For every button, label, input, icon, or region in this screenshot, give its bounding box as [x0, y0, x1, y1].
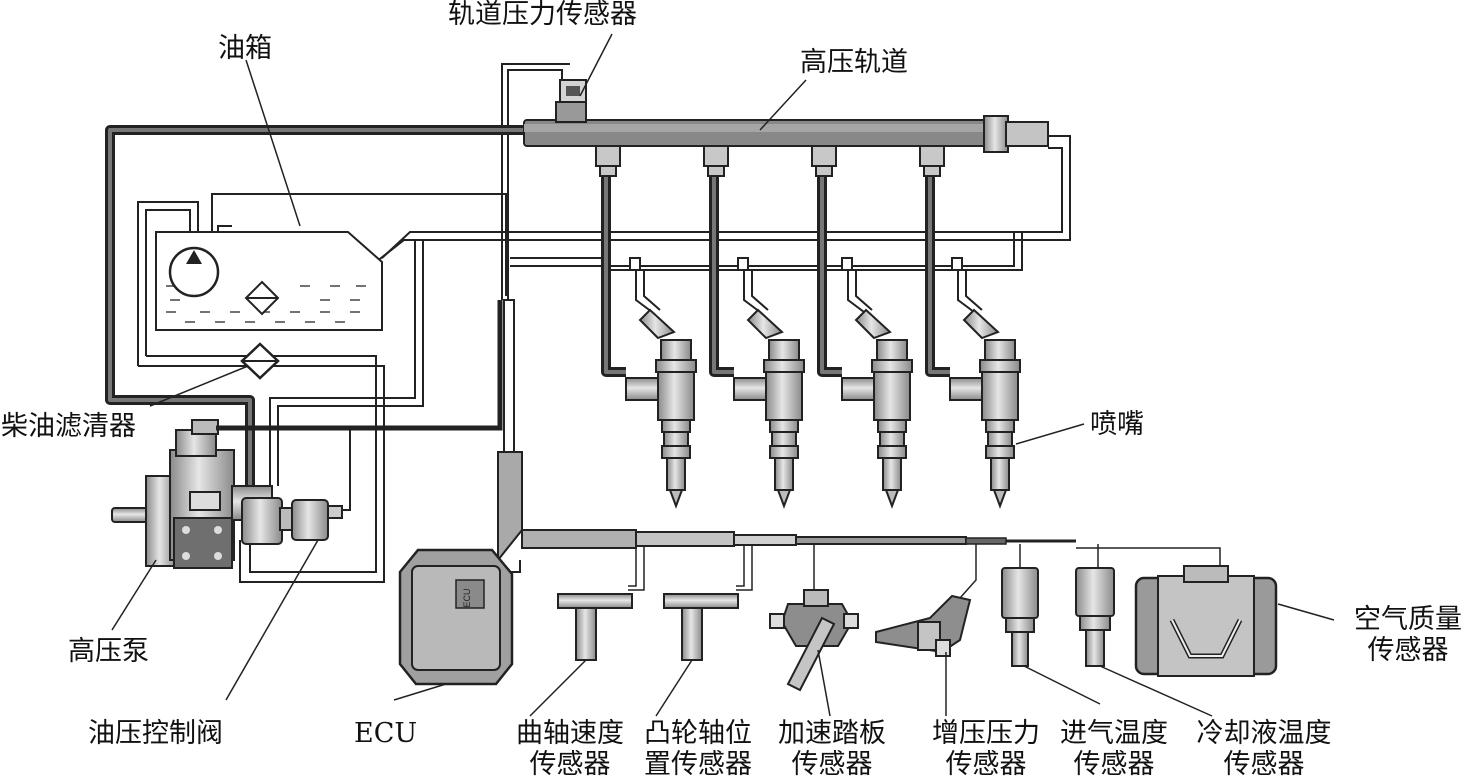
injector-4: [949, 309, 1021, 507]
label-intake-temperature-sensor-line2: 传感器: [1073, 749, 1155, 780]
camshaft-position-sensor: [663, 593, 739, 661]
rail-pressure-sensor: [555, 79, 587, 123]
svg-text:ECU: ECU: [462, 588, 472, 607]
label-crankshaft-speed-sensor-line1: 曲轴速度: [516, 718, 624, 749]
label-injector: 喷嘴: [1090, 409, 1144, 440]
label-rail-pressure-sensor: 轨道压力传感器: [448, 0, 637, 30]
label-camshaft-position-sensor-line1: 凸轮轴位: [644, 718, 752, 749]
label-ecu: ECU: [354, 718, 418, 749]
label-air-mass-sensor-line1: 空气质量: [1354, 604, 1462, 635]
label-camshaft-position-sensor-line2: 置传感器: [644, 749, 752, 780]
label-air-mass-sensor: 空气质量 传感器: [1346, 604, 1470, 666]
label-intake-temperature-sensor-line1: 进气温度: [1060, 718, 1168, 749]
label-accelerator-pedal-sensor-line2: 传感器: [791, 749, 873, 780]
label-crankshaft-speed-sensor-line2: 传感器: [529, 749, 611, 780]
label-accelerator-pedal-sensor: 加速踏板 传感器: [770, 718, 894, 780]
diesel-filter: [240, 342, 280, 380]
label-camshaft-position-sensor: 凸轮轴位 置传感器: [636, 718, 760, 780]
air-mass-sensor: [1134, 565, 1278, 677]
high-pressure-rail: [523, 115, 1049, 177]
fuel-tank: [155, 231, 383, 331]
label-fuel-tank: 油箱: [218, 33, 272, 64]
label-crankshaft-speed-sensor: 曲轴速度 传感器: [508, 718, 632, 780]
injector-feed-lines: [601, 170, 950, 377]
label-boost-pressure-sensor-line2: 传感器: [945, 749, 1027, 780]
label-air-mass-sensor-line2: 传感器: [1367, 635, 1449, 666]
injector-1: [625, 309, 697, 507]
wiring-harness: [497, 299, 1221, 599]
label-accelerator-pedal-sensor-line1: 加速踏板: [778, 718, 886, 749]
intake-temperature-sensor: [1001, 567, 1039, 667]
label-intake-temperature-sensor: 进气温度 传感器: [1052, 718, 1176, 780]
pressure-control-valve: [279, 499, 343, 541]
label-coolant-temperature-sensor-line1: 冷却液温度: [1196, 718, 1332, 749]
coolant-temperature-sensor: [1075, 567, 1115, 667]
return-lines: [137, 63, 1071, 583]
injector-3: [841, 309, 913, 507]
ecu-unit: ECU: [398, 548, 514, 686]
label-diesel-filter: 柴油滤清器: [1, 411, 136, 442]
high-pressure-pump: [111, 419, 283, 569]
label-boost-pressure-sensor: 增压压力 传感器: [924, 718, 1048, 780]
label-high-pressure-pump: 高压泵: [68, 636, 149, 667]
accelerator-pedal-sensor: [769, 589, 859, 692]
label-boost-pressure-sensor-line1: 增压压力: [932, 718, 1040, 749]
crankshaft-speed-sensor: [557, 593, 633, 661]
label-high-pressure-rail: 高压轨道: [800, 47, 908, 78]
boost-pressure-sensor: [875, 594, 972, 657]
injector-return-lines: [510, 232, 1023, 313]
label-coolant-temperature-sensor: 冷却液温度 传感器: [1186, 718, 1342, 780]
injector-2: [733, 309, 805, 507]
leader-lines: [111, 33, 1335, 717]
label-pressure-control-valve: 油压控制阀: [88, 718, 223, 749]
label-coolant-temperature-sensor-line2: 传感器: [1223, 749, 1305, 780]
